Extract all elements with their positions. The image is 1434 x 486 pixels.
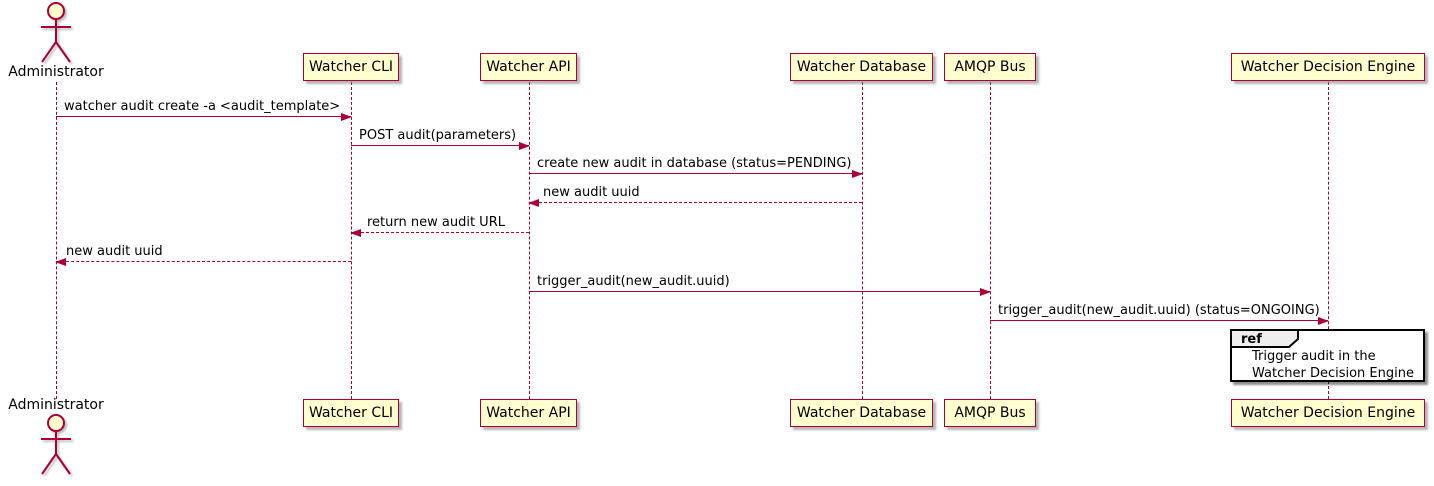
participant-label: Watcher Decision Engine: [1240, 59, 1416, 75]
message-label: new audit uuid: [66, 244, 163, 259]
message-2-post-audit: POST audit(parameters): [351, 126, 530, 150]
participant-top-watcher-cli: Watcher CLI: [303, 53, 399, 81]
actor-administrator-top: Administrator: [1, 2, 111, 81]
message-line: [529, 202, 862, 203]
message-line: [56, 261, 351, 262]
participant-bottom-watcher-api: Watcher API: [480, 399, 577, 427]
lifeline-watcher-cli: [351, 82, 352, 399]
message-line: [56, 116, 351, 117]
participant-label: Watcher API: [486, 59, 571, 75]
message-label: new audit uuid: [543, 185, 640, 200]
actor-administrator-bottom: Administrator: [1, 397, 111, 476]
actor-label: Administrator: [8, 397, 104, 413]
arrowhead-icon: [519, 142, 530, 150]
lifeline-watcher-database: [862, 82, 863, 399]
ref-text-line: Trigger audit in the: [1252, 349, 1376, 364]
message-label: POST audit(parameters): [359, 128, 517, 143]
lifeline-administrator: [56, 82, 57, 399]
message-line: [529, 173, 862, 174]
message-3-create-audit-db: create new audit in database (status=PEN…: [529, 154, 863, 178]
actor-label: Administrator: [8, 64, 104, 80]
participant-label: Watcher Database: [796, 405, 927, 421]
message-line: [529, 291, 990, 292]
arrowhead-icon: [528, 199, 539, 207]
participant-label: Watcher Decision Engine: [1240, 405, 1416, 421]
message-label: trigger_audit(new_audit.uuid) (status=ON…: [998, 303, 1320, 318]
ref-text: Trigger audit in the Watcher Decision En…: [1252, 348, 1414, 382]
lifeline-watcher-decision-engine: [1328, 82, 1329, 399]
message-label: create new audit in database (status=PEN…: [537, 156, 852, 171]
message-label: watcher audit create -a <audit_template>: [64, 99, 341, 114]
message-line: [351, 145, 529, 146]
participant-label: Watcher API: [486, 405, 571, 421]
participant-bottom-watcher-database: Watcher Database: [790, 399, 933, 427]
participant-top-watcher-decision-engine: Watcher Decision Engine: [1231, 53, 1425, 81]
participant-label: Watcher CLI: [308, 405, 394, 421]
message-4-new-audit-uuid: new audit uuid: [528, 183, 862, 207]
arrowhead-icon: [1318, 317, 1329, 325]
message-line: [351, 232, 529, 233]
ref-text-line: Watcher Decision Engine: [1252, 366, 1414, 381]
lifeline-amqp-bus: [990, 82, 991, 399]
ref-tag-shape: [1230, 329, 1299, 348]
participant-bottom-watcher-cli: Watcher CLI: [303, 399, 399, 427]
message-5-return-audit-url: return new audit URL: [350, 213, 529, 237]
participant-bottom-watcher-decision-engine: Watcher Decision Engine: [1231, 399, 1425, 427]
participant-label: AMQP Bus: [954, 405, 1026, 421]
participant-label: AMQP Bus: [954, 59, 1026, 75]
arrowhead-icon: [341, 113, 352, 121]
actor-icon: [41, 2, 71, 63]
arrowhead-icon: [350, 229, 361, 237]
message-line: [990, 320, 1328, 321]
message-label: return new audit URL: [367, 215, 505, 230]
arrowhead-icon: [980, 288, 991, 296]
lifeline-watcher-api: [529, 82, 530, 399]
arrowhead-icon: [852, 170, 863, 178]
message-7-trigger-audit: trigger_audit(new_audit.uuid): [529, 272, 991, 296]
actor-icon: [41, 414, 71, 475]
arrowhead-icon: [55, 258, 66, 266]
participant-top-watcher-database: Watcher Database: [790, 53, 933, 81]
message-label: trigger_audit(new_audit.uuid): [537, 274, 730, 289]
participant-top-watcher-api: Watcher API: [480, 53, 577, 81]
ref-keyword: ref: [1241, 332, 1262, 347]
participant-top-amqp-bus: AMQP Bus: [944, 53, 1036, 81]
participant-bottom-amqp-bus: AMQP Bus: [944, 399, 1036, 427]
message-8-trigger-audit-ongoing: trigger_audit(new_audit.uuid) (status=ON…: [990, 301, 1329, 325]
participant-label: Watcher CLI: [308, 59, 394, 75]
message-1-audit-create: watcher audit create -a <audit_template>: [56, 97, 352, 121]
message-6-new-audit-uuid: new audit uuid: [55, 242, 351, 266]
ref-fragment: ref Trigger audit in the Watcher Decisio…: [1230, 329, 1425, 382]
participant-label: Watcher Database: [796, 59, 927, 75]
